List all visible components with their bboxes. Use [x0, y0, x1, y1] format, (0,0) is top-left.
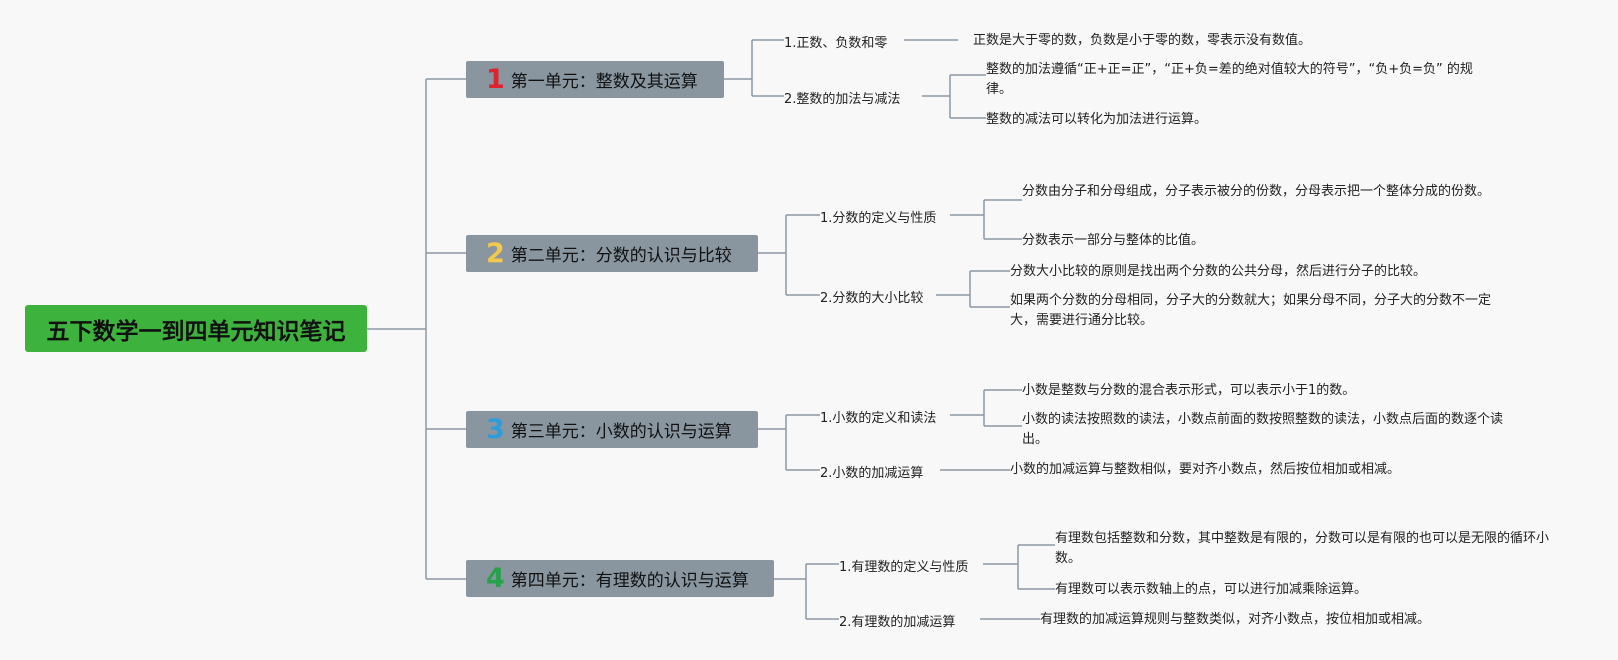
unit-4-topic-1-leaf-1: 有理数包括整数和分数，其中整数是有限的，分数可以是有限的也可以是无限的循环小数。 [1055, 531, 1550, 566]
unit-3-label: 第三单元：小数的认识与运算 [510, 422, 732, 442]
unit-3-node[interactable]: 3 第三单元：小数的认识与运算 [466, 411, 758, 448]
unit-1-topic-1[interactable]: 1.正数、负数和零 [784, 36, 888, 51]
unit-1-topic-1-leaf-1: 正数是大于零的数，负数是小于零的数，零表示没有数值。 [973, 33, 1312, 48]
unit-2-topic-2-leaf-1: 分数大小比较的原则是找出两个分数的公共分母，然后进行分子的比较。 [1010, 264, 1427, 279]
unit-3-topic-1-leaf-1: 小数是整数与分数的混合表示形式，可以表示小于1的数。 [1022, 383, 1356, 398]
unit-4-label: 第四单元：有理数的认识与运算 [510, 571, 749, 591]
unit-2-topic-1-leaf-1: 分数由分子和分母组成，分子表示被分的份数，分母表示把一个整体分成的份数。 [1022, 184, 1491, 199]
unit-1-topic-2[interactable]: 2.整数的加法与减法 [784, 92, 901, 107]
unit-1-number: 1 [486, 64, 505, 95]
unit-4-number: 4 [486, 563, 505, 594]
unit-4-topic-2[interactable]: 2.有理数的加减运算 [839, 615, 956, 630]
unit-3-topic-1[interactable]: 1.小数的定义和读法 [820, 411, 937, 426]
unit-3-topic-2-leaf-1: 小数的加减运算与整数相似，要对齐小数点，然后按位相加或相减。 [1010, 462, 1401, 477]
unit-4-topic-1-leaf-2: 有理数可以表示数轴上的点，可以进行加减乘除运算。 [1055, 582, 1368, 597]
unit-2-label: 第二单元：分数的认识与比较 [510, 246, 732, 266]
unit-1-node[interactable]: 1 第一单元：整数及其运算 [466, 61, 724, 98]
unit-3-topic-1-leaf-2: 小数的读法按照数的读法，小数点前面的数按照整数的读法，小数点后面的数逐个读出。 [1022, 412, 1504, 447]
unit-1-topic-2-leaf-2: 整数的减法可以转化为加法进行运算。 [986, 112, 1208, 127]
unit-2-node[interactable]: 2 第二单元：分数的认识与比较 [466, 235, 758, 272]
unit-2-topic-1[interactable]: 1.分数的定义与性质 [820, 211, 937, 226]
unit-2-topic-1-leaf-2: 分数表示一部分与整体的比值。 [1022, 233, 1205, 248]
unit-4-topic-1[interactable]: 1.有理数的定义与性质 [839, 560, 969, 575]
root-node-title[interactable]: 五下数学一到四单元知识笔记 [25, 305, 367, 352]
unit-3-number: 3 [486, 414, 505, 445]
unit-4-node[interactable]: 4 第四单元：有理数的认识与运算 [466, 560, 774, 597]
unit-3-topic-2[interactable]: 2.小数的加减运算 [820, 466, 924, 481]
unit-4-topic-2-leaf-1: 有理数的加减运算规则与整数类似，对齐小数点，按位相加或相减。 [1040, 612, 1431, 627]
unit-2-topic-2-leaf-2: 如果两个分数的分母相同，分子大的分数就大；如果分母不同，分子大的分数不一定大，需… [1010, 293, 1492, 328]
unit-2-number: 2 [486, 238, 505, 269]
unit-2-topic-2[interactable]: 2.分数的大小比较 [820, 291, 924, 306]
unit-1-label: 第一单元：整数及其运算 [510, 72, 698, 92]
unit-1-topic-2-leaf-1: 整数的加法遵循“正+正=正”，“正+负=差的绝对值较大的符号”，“负+负=负” … [986, 62, 1473, 97]
